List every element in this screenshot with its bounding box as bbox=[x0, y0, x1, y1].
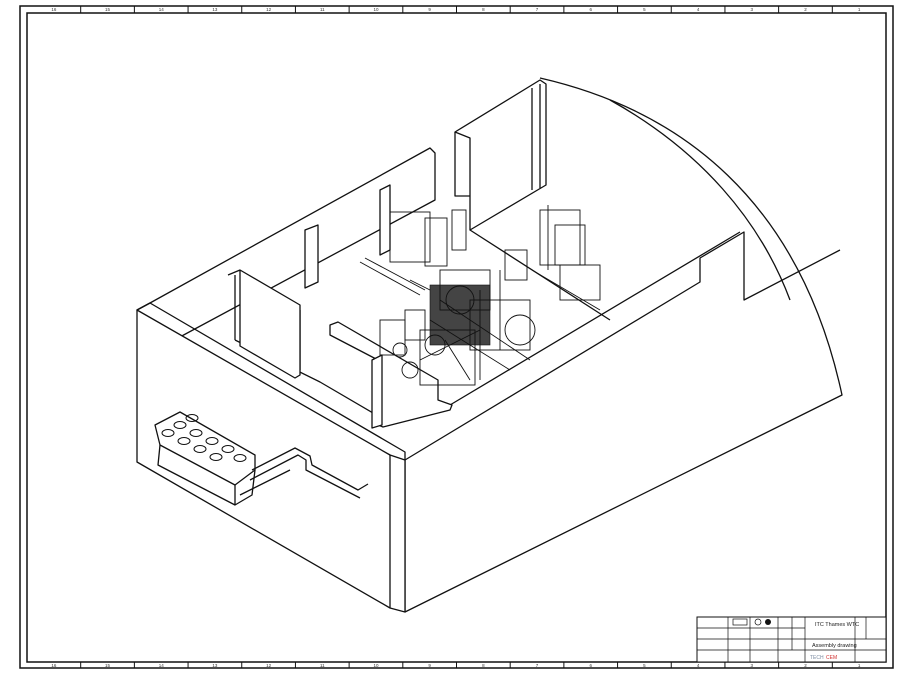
column-label: 8 bbox=[482, 663, 485, 668]
column-label: 15 bbox=[105, 7, 111, 12]
column-label: 15 bbox=[105, 663, 111, 668]
logo-tech: TECH bbox=[810, 655, 824, 661]
column-label: 5 bbox=[643, 663, 646, 668]
column-labels-bottom: 16 15 14 13 12 11 10 9 8 7 6 5 4 3 2 1 bbox=[51, 663, 861, 668]
column-label: 2 bbox=[804, 663, 807, 668]
logo-cem: CEM bbox=[826, 655, 837, 661]
column-label: 5 bbox=[643, 7, 646, 12]
column-label: 7 bbox=[536, 7, 539, 12]
border-ticks bbox=[80, 6, 833, 668]
column-label: 4 bbox=[697, 663, 700, 668]
column-label: 16 bbox=[51, 7, 57, 12]
column-label: 6 bbox=[589, 663, 592, 668]
column-label: 1 bbox=[858, 7, 861, 12]
column-label: 9 bbox=[428, 663, 431, 668]
column-label: 4 bbox=[697, 7, 700, 12]
isometric-building-drawing bbox=[136, 77, 843, 613]
column-label: 11 bbox=[320, 7, 325, 12]
drawing-type: Assembly drawing bbox=[812, 643, 857, 649]
process-equipment bbox=[359, 205, 601, 386]
column-label: 14 bbox=[159, 7, 165, 12]
column-labels-top: 16 15 14 13 12 11 10 9 8 7 6 5 4 3 2 1 bbox=[51, 7, 861, 12]
external-tank-module bbox=[154, 411, 369, 506]
column-label: 7 bbox=[536, 663, 539, 668]
partition-wall bbox=[227, 269, 301, 379]
column-label: 3 bbox=[751, 663, 754, 668]
column-label: 6 bbox=[589, 7, 592, 12]
project-title: ITC Thames WTC bbox=[815, 622, 859, 628]
column-label: 11 bbox=[320, 663, 325, 668]
column-label: 12 bbox=[266, 663, 272, 668]
column-label: 3 bbox=[751, 7, 754, 12]
title-block: ITC Thames WTC Assembly drawing TECH CEM bbox=[696, 616, 887, 663]
column-label: 10 bbox=[373, 7, 379, 12]
column-label: 12 bbox=[266, 7, 272, 12]
column-label: 10 bbox=[373, 663, 379, 668]
column-label: 9 bbox=[428, 7, 431, 12]
column-label: 16 bbox=[51, 663, 57, 668]
column-label: 8 bbox=[482, 7, 485, 12]
column-label: 14 bbox=[159, 663, 165, 668]
column-label: 13 bbox=[212, 7, 218, 12]
column-label: 1 bbox=[858, 663, 861, 668]
column-label: 13 bbox=[212, 663, 218, 668]
column-label: 2 bbox=[804, 7, 807, 12]
